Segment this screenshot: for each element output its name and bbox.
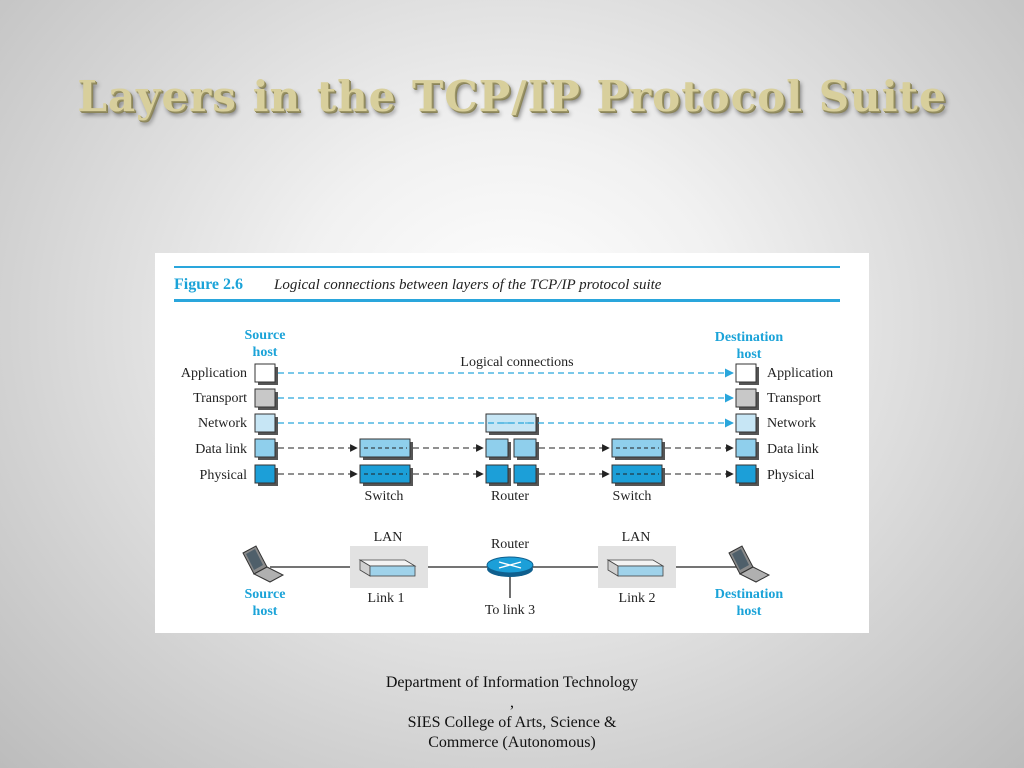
- switch-1-label: Switch: [365, 489, 404, 504]
- figure-caption: Logical connections between layers of th…: [273, 277, 662, 293]
- switch-2-label: Switch: [613, 489, 652, 504]
- left-layer-transport: Transport: [193, 391, 247, 406]
- source-laptop-icon: [242, 545, 285, 583]
- bottom-destination-host-line2: host: [737, 604, 762, 619]
- destination-host-label-line1: Destination: [715, 330, 784, 345]
- bottom-source-host-line2: host: [253, 604, 278, 619]
- logical-connections-label: Logical connections: [460, 355, 573, 370]
- source-host-label-line1: Source: [245, 328, 286, 343]
- lan-2-label: LAN: [622, 530, 651, 545]
- hop-connections: [278, 444, 734, 478]
- lan-1-switch: [350, 546, 428, 588]
- slide-title: Layers in the TCP/IP Protocol Suite: [77, 72, 947, 121]
- bottom-destination-host-line1: Destination: [715, 587, 784, 602]
- link-3-label: To link 3: [485, 603, 535, 618]
- bottom-source-host-line1: Source: [245, 587, 286, 602]
- switch-1-stack: [359, 438, 413, 486]
- footer-line-2: ,: [510, 694, 514, 711]
- right-layer-network: Network: [767, 416, 816, 431]
- caption-top-rule: [174, 266, 840, 268]
- lan-1-label: LAN: [374, 530, 403, 545]
- link-1-label: Link 1: [368, 591, 405, 606]
- source-host-label-line2: host: [253, 345, 278, 360]
- figure-panel: Figure 2.6 Logical connections between l…: [155, 253, 869, 633]
- router-icon: [486, 556, 534, 577]
- router-label-top: Router: [491, 489, 529, 504]
- destination-host-label-line2: host: [737, 347, 762, 362]
- tcpip-diagram: Figure 2.6 Logical connections between l…: [174, 266, 840, 619]
- router-stack: [485, 413, 539, 486]
- destination-host-stack: [735, 363, 759, 486]
- footer: Department of Information Technology , S…: [312, 673, 712, 753]
- figure-number: Figure 2.6: [174, 276, 243, 293]
- left-layer-network: Network: [198, 416, 247, 431]
- footer-line-1: Department of Information Technology: [385, 674, 639, 691]
- left-layer-application: Application: [181, 366, 247, 381]
- footer-line-4: Commerce (Autonomous): [428, 734, 596, 751]
- caption-bottom-rule: [174, 299, 840, 302]
- left-layer-physical: Physical: [200, 468, 248, 483]
- right-layer-application: Application: [767, 366, 833, 381]
- switch-2-stack: [611, 438, 665, 486]
- logical-connections: [278, 368, 734, 428]
- destination-laptop-icon: [728, 545, 771, 583]
- source-host-stack: [254, 363, 278, 486]
- lan-2-switch: [598, 546, 676, 588]
- right-layer-data-link: Data link: [767, 442, 819, 457]
- link-2-label: Link 2: [619, 591, 656, 606]
- device-internal-dashes: [364, 447, 659, 475]
- router-label-bottom: Router: [491, 537, 529, 552]
- right-layer-physical: Physical: [767, 468, 815, 483]
- right-layer-transport: Transport: [767, 391, 821, 406]
- footer-line-3: SIES College of Arts, Science &: [407, 714, 617, 731]
- left-layer-data-link: Data link: [195, 442, 247, 457]
